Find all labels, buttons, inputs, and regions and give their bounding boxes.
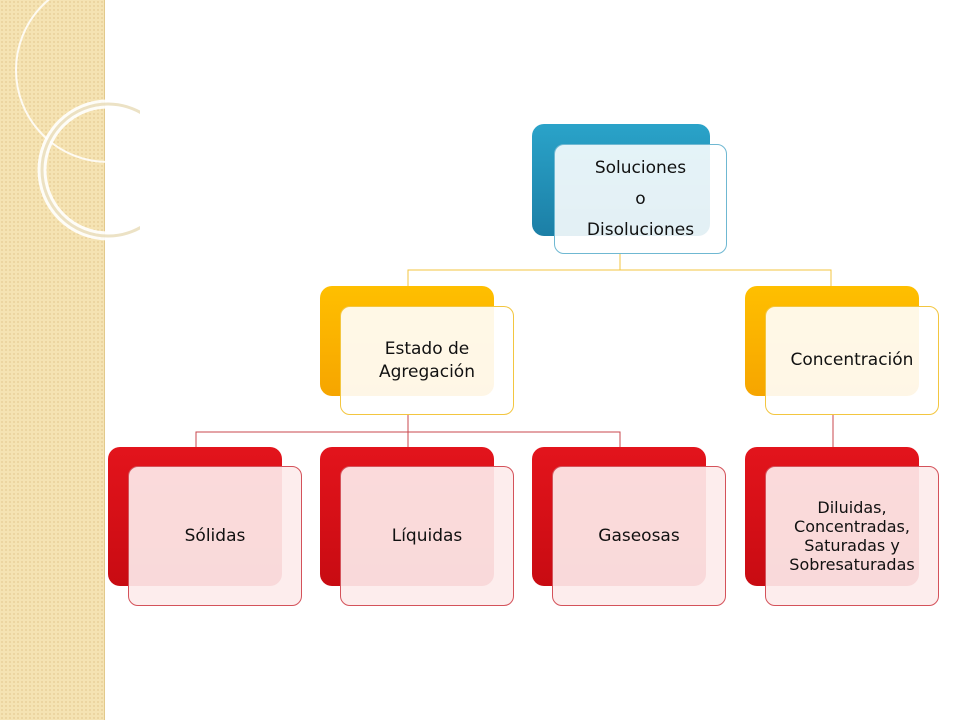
node-soluciones-label: Soluciones o Disoluciones [554,144,727,254]
decorative-side-strip [0,0,105,720]
node-tipos-concentracion: Diluidas, Concentradas, Saturadas y Sobr… [745,447,939,607]
node-gaseosas: Gaseosas [532,447,726,607]
node-liquidas-label: Líquidas [340,466,514,606]
node-solidas-label: Sólidas [128,466,302,606]
node-soluciones: Soluciones o Disoluciones [532,124,728,256]
node-estado-de-agregacion: Estado de Agregación [320,286,514,416]
node-gaseosas-label: Gaseosas [552,466,726,606]
node-concentracion-label: Concentración [765,306,939,415]
node-solidas: Sólidas [108,447,302,607]
root-line-1: Soluciones [594,157,687,178]
node-concentracion: Concentración [745,286,939,416]
root-line-3: Disoluciones [586,219,695,240]
node-tipos-label: Diluidas, Concentradas, Saturadas y Sobr… [765,466,939,606]
node-estado-label: Estado de Agregación [340,306,514,415]
decorative-rings [15,0,140,241]
root-line-2: o [635,188,646,209]
node-liquidas: Líquidas [320,447,514,607]
